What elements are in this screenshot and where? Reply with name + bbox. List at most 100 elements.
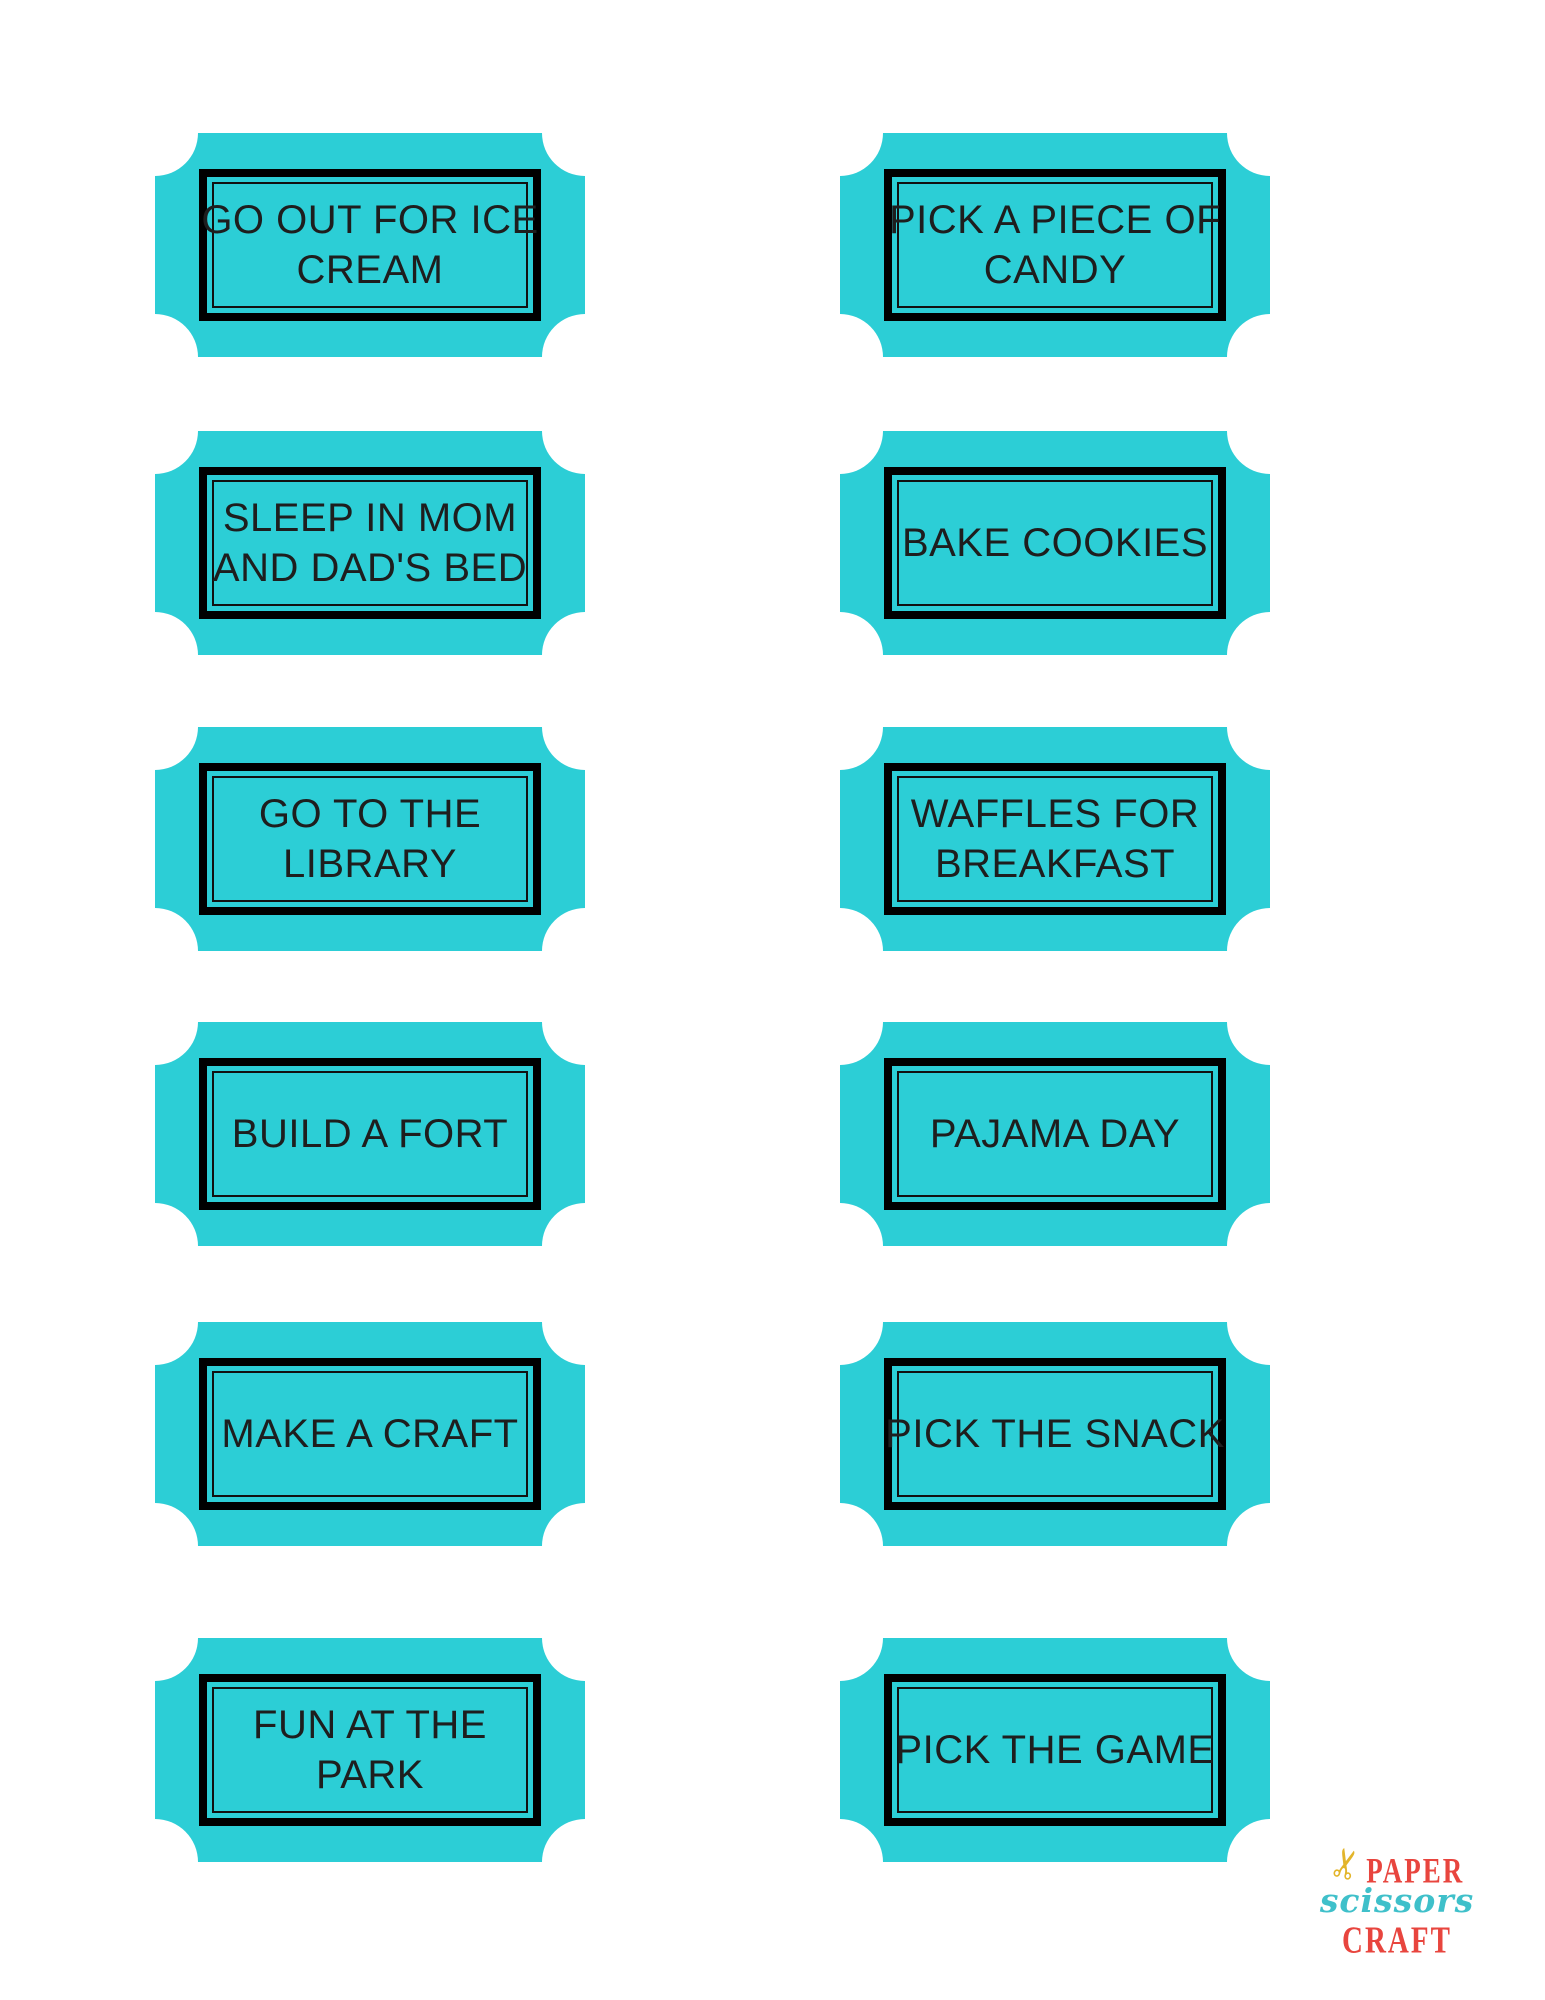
scissors-icon: ✂ xyxy=(1320,1842,1373,1886)
ticket-label-line: PAJAMA DAY xyxy=(929,1112,1181,1156)
ticket-pick-game: PICK THE GAME xyxy=(797,1595,1313,1905)
ticket-corner-notch xyxy=(542,979,628,1065)
ticket-label-line: FUN AT THE xyxy=(253,1703,487,1747)
ticket-border xyxy=(884,467,1226,619)
ticket-border xyxy=(199,169,541,321)
ticket-label: FUN AT THE PARK xyxy=(205,1682,535,1818)
ticket-corner-notch xyxy=(112,388,198,474)
ticket-corner-notch xyxy=(1227,1819,1313,1905)
ticket-pajama-day: PAJAMA DAY xyxy=(797,979,1313,1289)
ticket-border xyxy=(199,1674,541,1826)
ticket-label: WAFFLES FOR BREAKFAST xyxy=(890,771,1220,907)
ticket-corner-notch xyxy=(112,612,198,698)
ticket-corner-notch xyxy=(1227,979,1313,1065)
ticket-label: BAKE COOKIES xyxy=(890,475,1220,611)
ticket-label-line: GO TO THE xyxy=(258,792,482,836)
ticket-candy: PICK A PIECE OF CANDY xyxy=(797,90,1313,400)
ticket-ice-cream: GO OUT FOR ICE CREAM xyxy=(112,90,628,400)
ticket-label-line: AND DAD'S BED xyxy=(212,546,528,590)
ticket-corner-notch xyxy=(797,388,883,474)
ticket-label: PICK THE SNACK xyxy=(885,1366,1224,1502)
ticket-label-line: CREAM xyxy=(296,248,444,292)
ticket-corner-notch xyxy=(1227,314,1313,400)
ticket-corner-notch xyxy=(797,1503,883,1589)
ticket-corner-notch xyxy=(542,1595,628,1681)
ticket-corner-notch xyxy=(1227,1279,1313,1365)
ticket-corner-notch xyxy=(542,684,628,770)
ticket-corner-notch xyxy=(1227,1503,1313,1589)
ticket-corner-notch xyxy=(542,90,628,176)
ticket-label: SLEEP IN MOM AND DAD'S BED xyxy=(205,475,535,611)
ticket-corner-notch xyxy=(1227,684,1313,770)
ticket-label-line: PARK xyxy=(316,1753,424,1797)
ticket-border xyxy=(199,1058,541,1210)
ticket-border xyxy=(199,763,541,915)
ticket-fun-park: FUN AT THE PARK xyxy=(112,1595,628,1905)
ticket-corner-notch xyxy=(112,1279,198,1365)
ticket-corner-notch xyxy=(797,314,883,400)
logo-text-craft: CRAFT xyxy=(1342,1920,1452,1962)
ticket-border xyxy=(884,1358,1226,1510)
ticket-label-line: GO OUT FOR ICE xyxy=(201,198,539,242)
ticket-corner-notch xyxy=(797,1279,883,1365)
ticket-border xyxy=(199,467,541,619)
ticket-label-line: BREAKFAST xyxy=(934,842,1176,886)
ticket-border xyxy=(884,1674,1226,1826)
ticket-label-line: SLEEP IN MOM xyxy=(222,496,518,540)
ticket-label-line: BAKE COOKIES xyxy=(901,521,1209,565)
ticket-corner-notch xyxy=(542,1503,628,1589)
ticket-label: PAJAMA DAY xyxy=(890,1066,1220,1202)
ticket-label: GO TO THE LIBRARY xyxy=(205,771,535,907)
ticket-pick-snack: PICK THE SNACK xyxy=(797,1279,1313,1589)
ticket-waffles: WAFFLES FOR BREAKFAST xyxy=(797,684,1313,994)
ticket-label-line: CANDY xyxy=(983,248,1127,292)
ticket-label: PICK THE GAME xyxy=(890,1682,1220,1818)
ticket-border xyxy=(884,763,1226,915)
ticket-make-craft: MAKE A CRAFT xyxy=(112,1279,628,1589)
ticket-build-fort: BUILD A FORT xyxy=(112,979,628,1289)
ticket-label: MAKE A CRAFT xyxy=(205,1366,535,1502)
ticket-corner-notch xyxy=(112,90,198,176)
ticket-label: BUILD A FORT xyxy=(205,1066,535,1202)
ticket-corner-notch xyxy=(1227,388,1313,474)
ticket-corner-notch xyxy=(112,979,198,1065)
ticket-label-line: BUILD A FORT xyxy=(231,1112,509,1156)
ticket-corner-notch xyxy=(112,1203,198,1289)
ticket-corner-notch xyxy=(1227,612,1313,698)
ticket-corner-notch xyxy=(112,314,198,400)
ticket-sleep-bed: SLEEP IN MOM AND DAD'S BED xyxy=(112,388,628,698)
ticket-corner-notch xyxy=(542,1279,628,1365)
ticket-corner-notch xyxy=(797,90,883,176)
logo-text-scissors: scissors xyxy=(1319,1881,1475,1920)
ticket-corner-notch xyxy=(797,1819,883,1905)
ticket-label-line: PICK THE SNACK xyxy=(885,1412,1225,1456)
ticket-corner-notch xyxy=(797,684,883,770)
ticket-label-line: PICK THE GAME xyxy=(895,1728,1215,1772)
logo-text-paper: PAPER xyxy=(1366,1850,1465,1891)
ticket-label-line: MAKE A CRAFT xyxy=(221,1412,519,1456)
ticket-corner-notch xyxy=(797,1595,883,1681)
ticket-corner-notch xyxy=(112,1819,198,1905)
ticket-corner-notch xyxy=(797,979,883,1065)
ticket-bake-cookies: BAKE COOKIES xyxy=(797,388,1313,698)
ticket-label-line: LIBRARY xyxy=(283,842,457,886)
ticket-corner-notch xyxy=(542,1819,628,1905)
ticket-border xyxy=(199,1358,541,1510)
ticket-corner-notch xyxy=(112,684,198,770)
ticket-border xyxy=(884,1058,1226,1210)
ticket-corner-notch xyxy=(797,1203,883,1289)
ticket-corner-notch xyxy=(542,1203,628,1289)
ticket-border xyxy=(884,169,1226,321)
ticket-corner-notch xyxy=(1227,1595,1313,1681)
ticket-corner-notch xyxy=(112,1503,198,1589)
paper-scissors-craft-logo: ✂ PAPER scissors CRAFT xyxy=(1312,1842,1482,1961)
ticket-corner-notch xyxy=(797,612,883,698)
ticket-label-line: WAFFLES FOR xyxy=(910,792,1200,836)
ticket-library: GO TO THE LIBRARY xyxy=(112,684,628,994)
ticket-corner-notch xyxy=(1227,1203,1313,1289)
ticket-label: PICK A PIECE OF CANDY xyxy=(888,177,1222,313)
ticket-label: GO OUT FOR ICE CREAM xyxy=(201,177,538,313)
ticket-corner-notch xyxy=(542,388,628,474)
ticket-label-line: PICK A PIECE OF xyxy=(888,198,1222,242)
